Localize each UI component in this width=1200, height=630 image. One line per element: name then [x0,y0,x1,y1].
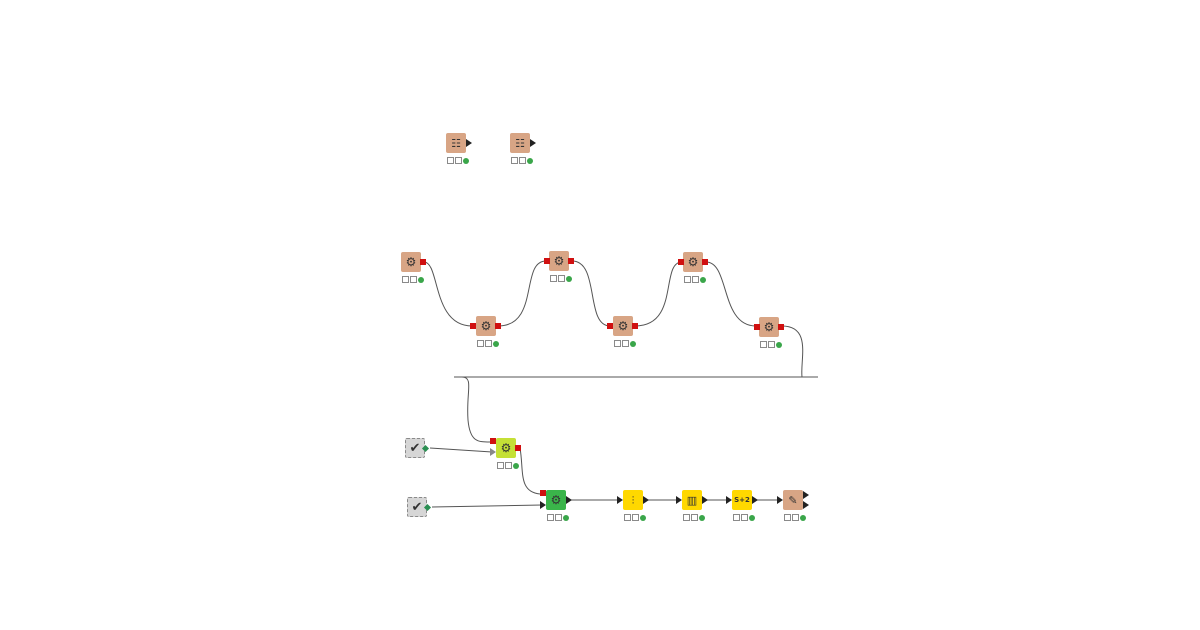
metanode-gear-icon: ⚙ [500,441,512,455]
output-port[interactable] [568,258,574,264]
metanode[interactable]: ⚙ [759,317,779,337]
node-status-indicator [477,340,499,347]
metanode[interactable]: ⚙ [613,316,633,336]
input-port[interactable] [617,496,623,504]
connection-wire [781,325,804,378]
metanode-gear-icon: ⚙ [687,255,699,269]
column-filter-node[interactable]: ⫶ [623,490,643,510]
input-port[interactable] [540,490,546,496]
metanode[interactable]: ⚙ [401,252,421,272]
connection-wire [461,376,491,443]
metanode[interactable]: ⚙ [683,252,703,272]
node-status-indicator [760,341,782,348]
node-status-indicator [784,514,806,521]
connection-wire [497,260,547,327]
connection-wire [423,261,473,327]
row-filter-node[interactable]: ▥ [682,490,702,510]
metanode[interactable]: ⚙ [549,251,569,271]
table-writer-node[interactable]: ✎ [783,490,803,510]
variable-check-icon: ✔ [411,499,423,515]
metanode-executed[interactable]: ⚙ [546,490,566,510]
variable-check-node[interactable]: ✔ [407,497,427,517]
connection-wire [431,504,543,508]
output-port[interactable] [778,324,784,330]
table-reader-node[interactable]: ☷ [446,133,466,153]
output-port[interactable] [702,259,708,265]
input-port[interactable] [544,258,550,264]
node-status-indicator [547,514,569,521]
metanode[interactable]: ⚙ [476,316,496,336]
row-filter-icon: ▥ [686,493,698,507]
node-status-indicator [447,157,469,164]
metanode-gear-icon: ⚙ [550,493,562,507]
input-port[interactable] [726,496,732,504]
metanode-gear-icon: ⚙ [480,319,492,333]
node-status-indicator [733,514,755,521]
output-port[interactable] [752,496,758,504]
output-port[interactable] [466,139,472,147]
node-status-indicator [402,276,424,283]
input-port[interactable] [754,324,760,330]
output-port[interactable] [632,323,638,329]
input-port[interactable] [490,448,496,456]
node-status-indicator [684,276,706,283]
input-port[interactable] [540,501,546,509]
output-port[interactable] [420,259,426,265]
output-port[interactable] [803,501,809,509]
table-writer-icon: ✎ [788,493,798,507]
output-port[interactable] [530,139,536,147]
table-reader-icon: ☷ [451,136,461,150]
input-port[interactable] [676,496,682,504]
node-status-indicator [511,157,533,164]
variable-check-icon: ✔ [409,440,421,456]
metanode-selected[interactable]: ⚙ [496,438,516,458]
input-port[interactable] [490,438,496,444]
column-filter-icon: ⫶ [631,493,635,507]
string-manipulation-label: S+2 [734,495,750,504]
metanode-gear-icon: ⚙ [405,255,417,269]
connection-wire [571,260,611,327]
output-port[interactable] [566,496,572,504]
string-manipulation-node[interactable]: S+2 [732,490,752,510]
output-port[interactable] [803,491,809,499]
output-port[interactable] [515,445,521,451]
node-status-indicator [550,275,572,282]
table-reader-icon: ☷ [515,136,525,150]
output-port[interactable] [702,496,708,504]
connection-wire [429,447,493,453]
node-status-indicator [497,462,519,469]
table-reader-node[interactable]: ☷ [510,133,530,153]
metanode-gear-icon: ⚙ [617,319,629,333]
input-port[interactable] [678,259,684,265]
node-status-indicator [683,514,705,521]
connection-wire [705,261,757,327]
connection-wire [519,447,541,495]
node-status-indicator [614,340,636,347]
connection-wire [634,261,683,327]
output-port[interactable] [495,323,501,329]
input-port[interactable] [607,323,613,329]
output-port[interactable] [643,496,649,504]
metanode-gear-icon: ⚙ [763,320,775,334]
node-status-indicator [624,514,646,521]
metanode-gear-icon: ⚙ [553,254,565,268]
input-port[interactable] [470,323,476,329]
input-port[interactable] [777,496,783,504]
